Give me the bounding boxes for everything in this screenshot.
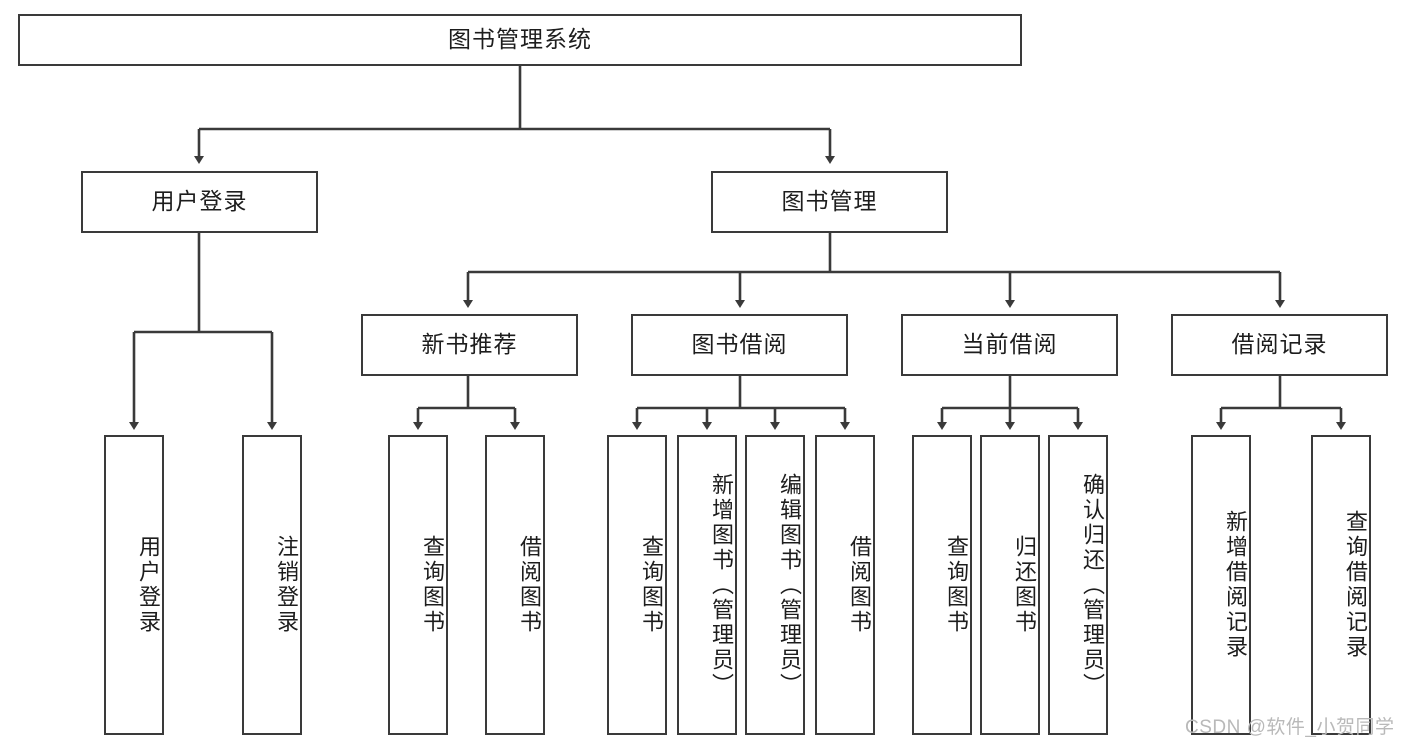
- node-current-borrow-label: 当前借阅: [961, 331, 1058, 358]
- leaf-current-confirm-return[interactable]: 确认归还（管理员）: [1048, 435, 1108, 735]
- leaf-borrow-edit-book[interactable]: 编辑图书（管理员）: [745, 435, 805, 735]
- node-current-borrow[interactable]: 当前借阅: [901, 314, 1118, 376]
- leaf-current-return-book[interactable]: 归还图书: [980, 435, 1040, 735]
- node-book-borrow-label: 图书借阅: [691, 331, 788, 358]
- node-book-management-label: 图书管理: [781, 188, 878, 215]
- leaf-record-add[interactable]: 新增借阅记录: [1191, 435, 1251, 735]
- leaf-label: 查询图书: [420, 535, 445, 635]
- node-new-book-recommend-label: 新书推荐: [421, 331, 518, 358]
- node-borrow-record-label: 借阅记录: [1231, 331, 1328, 358]
- watermark: CSDN @软件_小贺同学: [1185, 717, 1395, 738]
- node-root[interactable]: 图书管理系统: [18, 14, 1022, 66]
- leaf-new-book-query[interactable]: 查询图书: [388, 435, 448, 735]
- leaf-label: 注销登录: [274, 535, 299, 635]
- leaf-record-query[interactable]: 查询借阅记录: [1311, 435, 1371, 735]
- leaf-user-login-signout[interactable]: 注销登录: [242, 435, 302, 735]
- node-book-management[interactable]: 图书管理: [711, 171, 948, 233]
- leaf-label: 查询图书: [639, 535, 664, 635]
- leaf-borrow-add-book[interactable]: 新增图书（管理员）: [677, 435, 737, 735]
- node-user-login[interactable]: 用户登录: [81, 171, 318, 233]
- node-book-borrow[interactable]: 图书借阅: [631, 314, 848, 376]
- leaf-new-book-borrow[interactable]: 借阅图书: [485, 435, 545, 735]
- leaf-label: 借阅图书: [517, 535, 542, 635]
- leaf-user-login-signin[interactable]: 用户登录: [104, 435, 164, 735]
- leaf-current-query-book[interactable]: 查询图书: [912, 435, 972, 735]
- leaf-borrow-query-book[interactable]: 查询图书: [607, 435, 667, 735]
- leaf-label: 归还图书: [1012, 535, 1037, 635]
- leaf-label: 新增图书（管理员）: [709, 472, 734, 698]
- node-borrow-record[interactable]: 借阅记录: [1171, 314, 1388, 376]
- leaf-label: 查询借阅记录: [1343, 510, 1368, 660]
- leaf-label: 用户登录: [136, 535, 161, 635]
- leaf-label: 借阅图书: [847, 535, 872, 635]
- node-new-book-recommend[interactable]: 新书推荐: [361, 314, 578, 376]
- leaf-borrow-lend-book[interactable]: 借阅图书: [815, 435, 875, 735]
- node-root-label: 图书管理系统: [448, 26, 592, 53]
- leaf-label: 查询图书: [944, 535, 969, 635]
- leaf-label: 确认归还（管理员）: [1080, 472, 1105, 698]
- leaf-label: 新增借阅记录: [1223, 510, 1248, 660]
- leaf-label: 编辑图书（管理员）: [777, 472, 802, 698]
- node-user-login-label: 用户登录: [151, 188, 248, 215]
